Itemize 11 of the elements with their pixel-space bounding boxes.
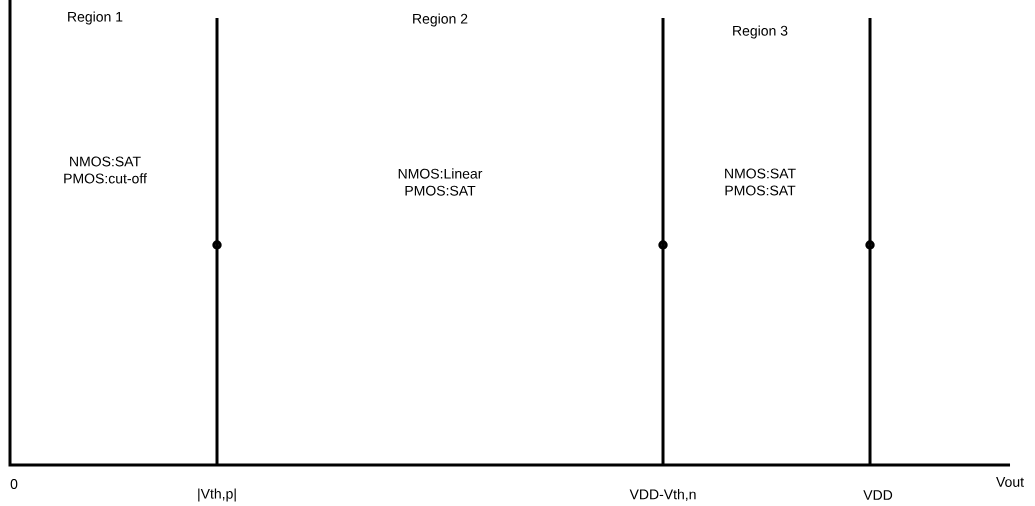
- axis-label: Vout: [996, 477, 1024, 487]
- region-label: Region 2: [413, 13, 468, 27]
- region-label: Region 3: [733, 25, 788, 39]
- tick-label: VDD-Vth,n: [629, 489, 696, 501]
- tick-label: VDD: [863, 490, 893, 500]
- tick-label: |Vth,p|: [198, 488, 236, 502]
- axis-label: 0: [10, 479, 18, 489]
- state-label: NMOS:Linear PMOS:SAT: [398, 168, 483, 196]
- region-label: Region 1: [68, 11, 123, 25]
- state-label: NMOS:SAT PMOS:SAT: [725, 168, 796, 196]
- state-label: NMOS:SAT PMOS:cut-off: [64, 156, 147, 184]
